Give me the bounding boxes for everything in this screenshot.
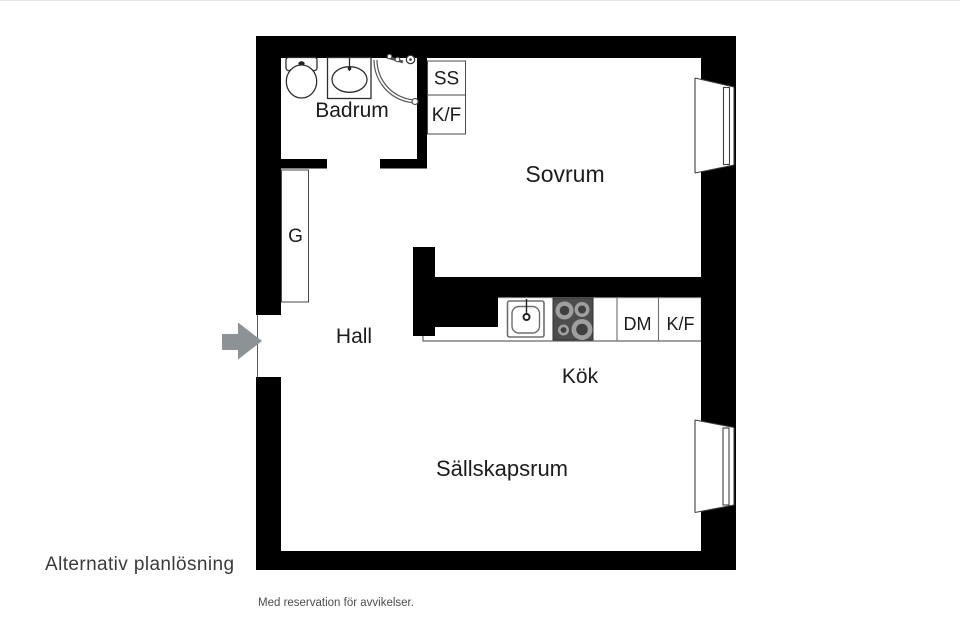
wall-bathroom-right [380, 159, 427, 169]
wardrobe-g-box [281, 169, 309, 303]
caption-title: Alternativ planlösning [45, 554, 234, 575]
shower-icon [373, 53, 419, 106]
closet-kf-box [427, 94, 466, 135]
label-ss: SS [434, 69, 459, 90]
wall-hall-kitchen [413, 247, 701, 336]
page-top-divider [0, 0, 960, 1]
wall-left-lower [256, 377, 281, 570]
wall-bottom [256, 551, 736, 570]
bathroom-sink-icon [326, 56, 372, 100]
kitchen-sink-icon [506, 299, 545, 338]
label-kf-bedroom: K/F [432, 105, 462, 126]
caption-disclaimer: Med reservation för avvikelser. [258, 597, 414, 609]
wall-left-upper [256, 36, 281, 315]
wall-top [256, 36, 736, 58]
closet-ss-box [427, 60, 466, 96]
closet-boxes [281, 60, 466, 303]
stove-burners [555, 301, 593, 340]
label-g-wardrobe: G [288, 226, 303, 247]
label-sallskapsrum: Sällskapsrum [436, 456, 568, 481]
label-badrum: Badrum [315, 99, 389, 122]
label-sovrum: Sovrum [525, 161, 604, 187]
label-dm: DM [624, 314, 652, 334]
wall-bathroom-vertical [417, 58, 427, 169]
kitchen-counter [422, 296, 703, 342]
label-hall: Hall [336, 325, 372, 348]
label-kf-kitchen: K/F [666, 314, 694, 334]
stove-icon [552, 297, 594, 341]
window-bedroom-icon [694, 77, 735, 174]
wall-bathroom-left [281, 159, 327, 169]
window-livingroom-icon [694, 419, 735, 514]
toilet-icon [285, 56, 318, 99]
label-kok: Kök [562, 365, 599, 388]
entrance-arrow-icon [222, 322, 262, 360]
